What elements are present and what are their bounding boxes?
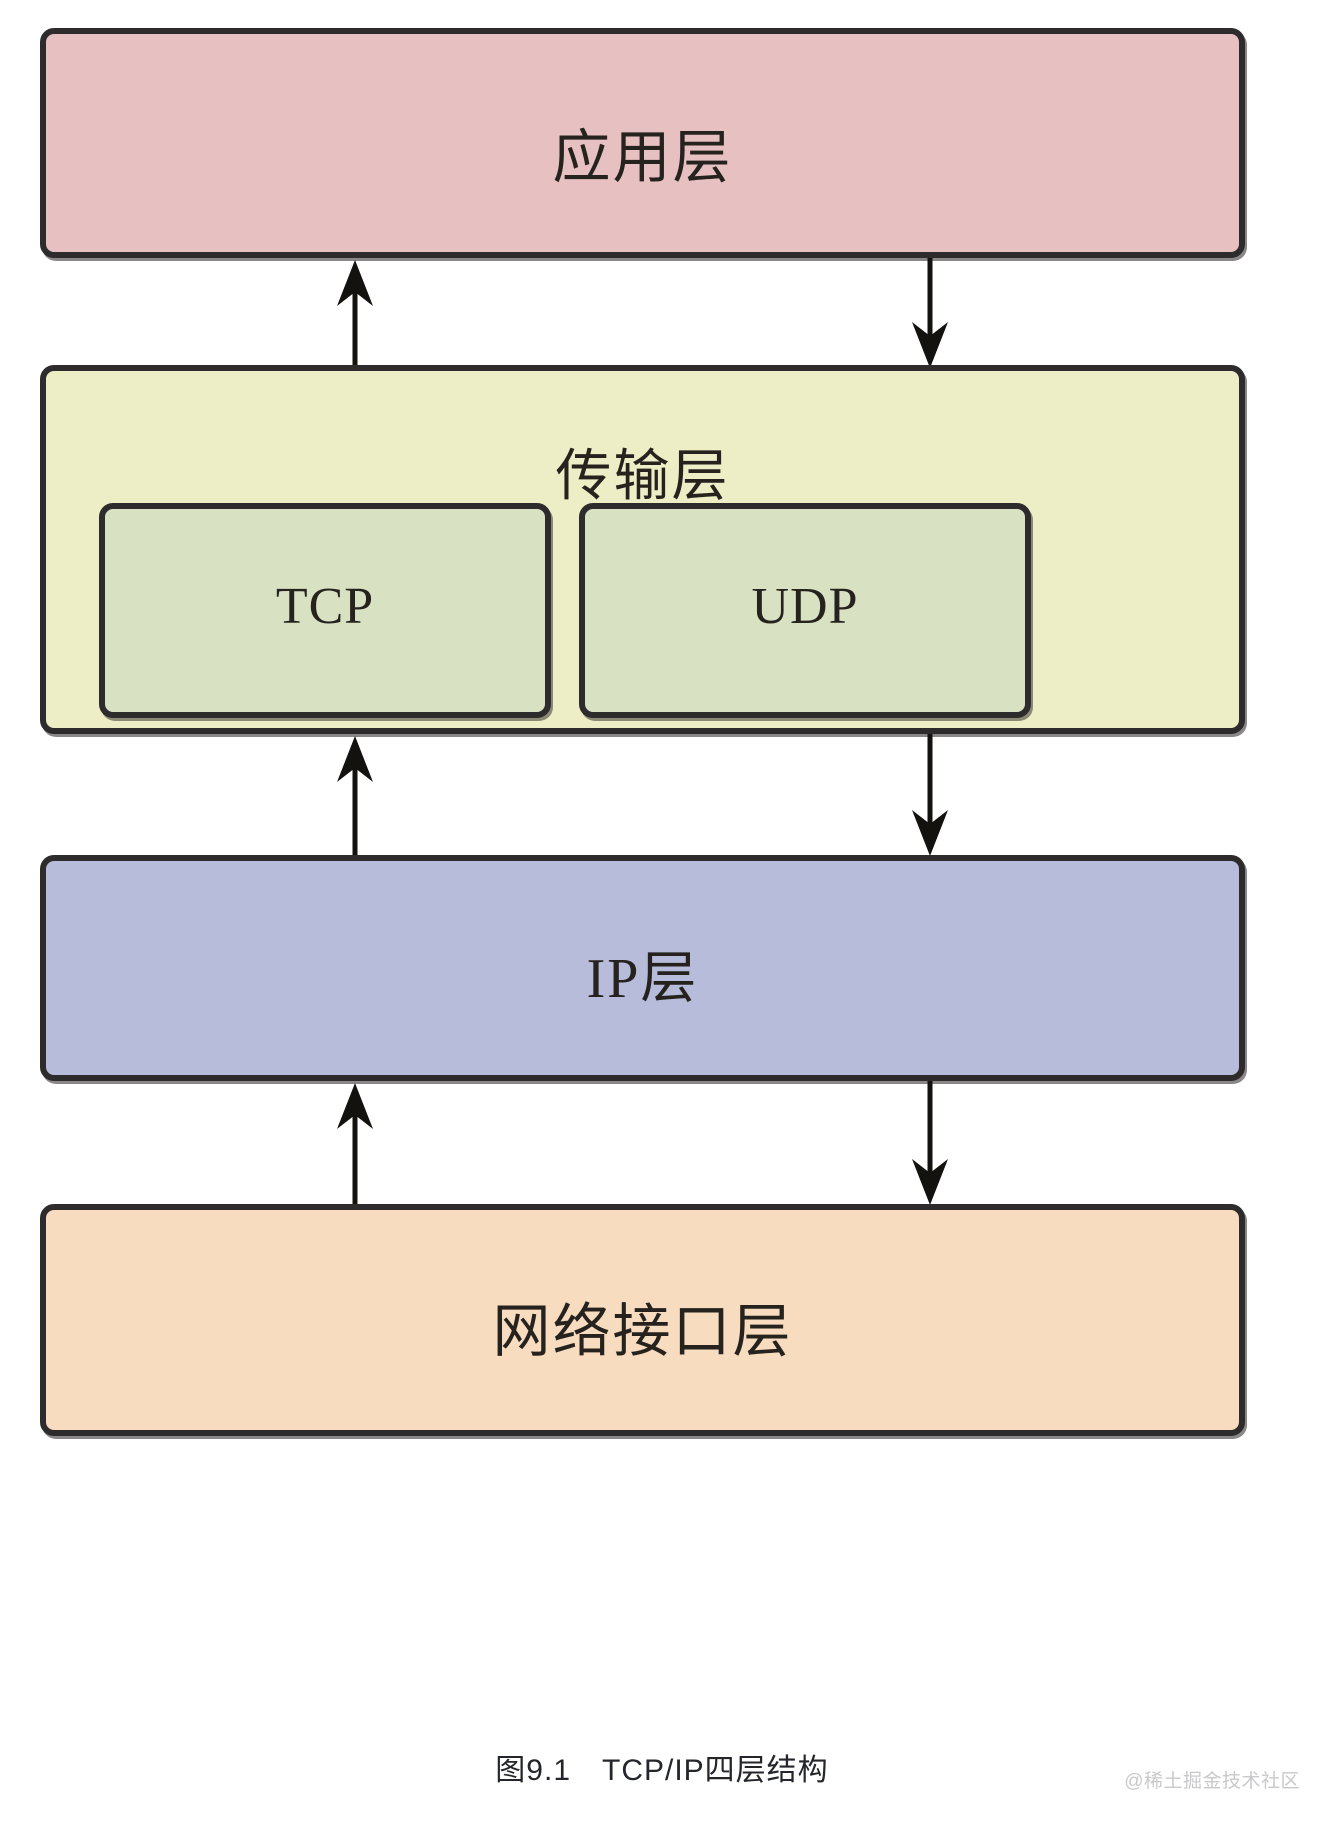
layer-label-network-interface: 网络接口层 xyxy=(492,1299,793,1364)
connector-transport-to-application-up-arrow xyxy=(330,258,380,370)
layer-label-application: 应用层 xyxy=(552,125,733,190)
protocol-box-tcp: TCP xyxy=(99,503,551,718)
layer-label-transport: 传输层 xyxy=(555,446,730,508)
layer-box-ip: IP层 xyxy=(40,855,1245,1081)
layer-label-ip: IP层 xyxy=(586,948,699,1010)
connector-ip-to-netif-down-arrow xyxy=(905,1081,955,1207)
connector-application-to-transport-down-arrow xyxy=(905,258,955,370)
connector-ip-to-transport-up-arrow xyxy=(330,734,380,858)
protocol-label-udp: UDP xyxy=(751,578,859,635)
layer-box-network-interface: 网络接口层 xyxy=(40,1204,1245,1436)
connector-transport-to-ip-down-arrow xyxy=(905,734,955,858)
figure-caption: 图9.1 TCP/IP四层结构 xyxy=(495,1754,829,1787)
connector-netif-to-ip-up-arrow xyxy=(330,1081,380,1207)
layer-box-application: 应用层 xyxy=(40,28,1245,258)
watermark-text: @稀土掘金技术社区 xyxy=(1124,1771,1300,1792)
layer-box-transport: 传输层 TCP UDP xyxy=(40,365,1245,734)
protocol-box-udp: UDP xyxy=(579,503,1031,718)
protocol-label-tcp: TCP xyxy=(275,578,375,635)
